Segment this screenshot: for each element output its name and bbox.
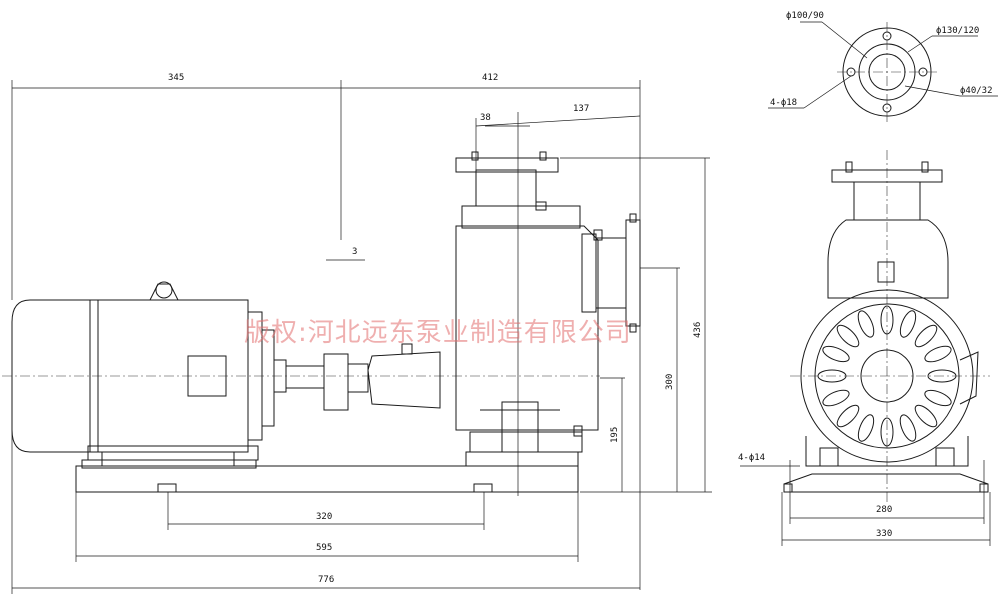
dim-595: 595 [316,543,332,553]
end-view: 280 330 4-ϕ14 [738,150,991,546]
dim-776: 776 [318,575,334,585]
dim-330: 330 [876,529,892,539]
callout-phi100-90: ϕ100/90 [786,11,824,21]
callout-4-phi18: 4-ϕ18 [770,98,797,108]
callout-phi130-120: ϕ130/120 [936,26,979,36]
dim-300: 300 [665,374,675,390]
dim-280: 280 [876,505,892,515]
vane-slots [817,305,957,447]
dim-320: 320 [316,512,332,522]
dim-3: 3 [352,247,357,257]
dim-195: 195 [610,427,620,443]
dim-137: 137 [573,104,589,114]
dim-345: 345 [168,73,184,83]
flange-detail: ϕ100/90 ϕ130/120 4-ϕ18 ϕ40/32 [768,11,998,122]
dim-436: 436 [693,322,703,338]
copyright-watermark: 版权:河北远东泵业制造有限公司 [244,318,632,348]
dim-412: 412 [482,73,498,83]
callout-phi40-32: ϕ40/32 [960,86,993,96]
dim-4-phi14: 4-ϕ14 [738,453,765,463]
side-view: 345 412 38 137 3 436 300 195 320 595 [2,73,712,594]
dim-38: 38 [480,113,491,123]
